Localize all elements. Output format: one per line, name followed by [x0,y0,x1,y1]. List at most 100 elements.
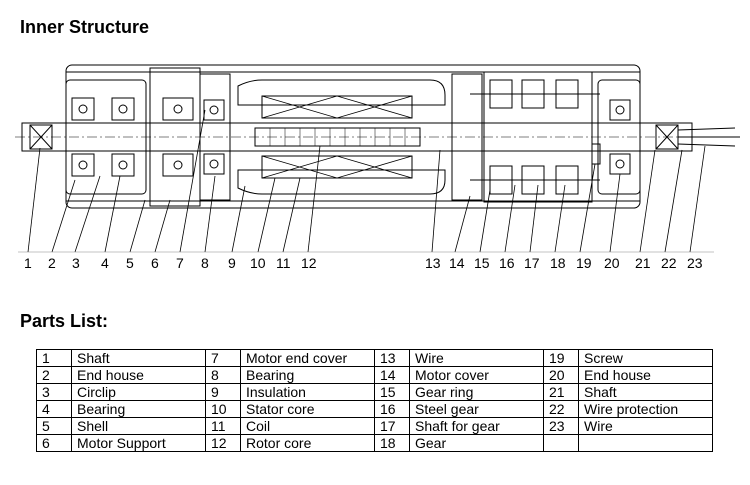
part-number: 4 [36,400,72,418]
callout-15: 15 [474,255,490,271]
part-number: 14 [374,366,410,384]
right-end-house [597,79,641,195]
part-name: End house [71,366,206,384]
rotor-laminations [269,128,406,146]
bearing-ball [209,105,219,115]
part-number: 16 [374,400,410,418]
table-row: 6 Motor Support 12 Rotor core 18 Gear [36,434,713,452]
callout-19: 19 [576,255,592,271]
empty-cell [578,434,713,452]
callout-2: 2 [48,255,56,271]
callout-4: 4 [101,255,109,271]
part-name: Steel gear [409,400,544,418]
part-number: 13 [374,349,410,367]
callout-21: 21 [635,255,651,271]
part-number: 19 [543,349,579,367]
part-number: 6 [36,434,72,452]
coil-winding [261,155,413,179]
right-bearing-bottom [609,153,631,175]
part-name: Gear [409,434,544,452]
bearing-ball [615,159,625,169]
gear-ring [483,71,593,203]
callout-8: 8 [201,255,209,271]
support-bearing-top [162,97,194,121]
shaft-for-gear [470,93,600,181]
parts-list-table: 1 Shaft 7 Motor end cover 13 Wire 19 Scr… [36,349,713,452]
inner-structure-heading: Inner Structure [20,17,150,37]
part-number: 12 [205,434,241,452]
part-number: 1 [36,349,72,367]
motor-support [149,67,201,207]
part-number: 21 [543,383,579,401]
part-name: Stator core [240,400,375,418]
callout-5: 5 [126,255,134,271]
part-name: Shaft [578,383,713,401]
part-number: 9 [205,383,241,401]
right-bearing-top [609,99,631,121]
callout-13: 13 [425,255,441,271]
part-number: 2 [36,366,72,384]
stator-core-top [261,95,413,119]
callout-16: 16 [499,255,515,271]
bearing-ball [173,160,183,170]
bearing-ball [209,159,219,169]
part-number: 11 [205,417,241,435]
bearing-ball [78,104,88,114]
left-bearing-2-bottom [111,153,135,177]
bearing-ball [173,104,183,114]
part-name: Wire [409,349,544,367]
left-bearing-top [71,97,95,121]
table-row: 4 Bearing 10 Stator core 16 Steel gear 2… [36,400,713,418]
part-number: 17 [374,417,410,435]
stator-core-bottom [261,155,413,179]
support-bearing-bottom [162,153,194,177]
bearing-ball [615,105,625,115]
end-cover-bearing-top [203,99,225,121]
part-name: Wire protection [578,400,713,418]
screw [591,143,601,165]
part-name: Motor cover [409,366,544,384]
outer-shell [65,64,641,209]
part-number: 10 [205,400,241,418]
parts-list-heading: Parts List: [20,311,109,331]
part-number: 5 [36,417,72,435]
left-end-house [65,79,147,195]
leader-lines [27,109,706,253]
left-shaft-end-x2 [29,124,53,150]
part-name: Screw [578,349,713,367]
table-row: 3 Circlip 9 Insulation 15 Gear ring 21 S… [36,383,713,401]
callout-9: 9 [228,255,236,271]
left-bearing-2-top [111,97,135,121]
table-row: 5 Shell 11 Coil 17 Shaft for gear 23 Wir… [36,417,713,435]
coil-winding [261,95,413,119]
bearing-ball [118,160,128,170]
callout-18: 18 [550,255,566,271]
right-shaft-end-x2 [655,124,679,150]
empty-cell [543,434,579,452]
part-name: Motor Support [71,434,206,452]
part-name: Shell [71,417,206,435]
insulation-outline-bottom [237,169,446,195]
left-shaft-end [29,124,53,150]
callout-1: 1 [24,255,32,271]
table-row: 2 End house 8 Bearing 14 Motor cover 20 … [36,366,713,384]
bearing-ball [118,104,128,114]
part-number: 3 [36,383,72,401]
part-name: Bearing [71,400,206,418]
part-name: Shaft [71,349,206,367]
part-number: 7 [205,349,241,367]
callout-7: 7 [176,255,184,271]
callout-3: 3 [72,255,80,271]
part-name: End house [578,366,713,384]
part-name: Rotor core [240,434,375,452]
callout-6: 6 [151,255,159,271]
insulation-outline [237,79,446,106]
wire-lead [677,127,740,147]
part-name: Insulation [240,383,375,401]
part-number: 23 [543,417,579,435]
end-cover-bearing-bottom [203,153,225,175]
part-name: Wire [578,417,713,435]
table-row: 1 Shaft 7 Motor end cover 13 Wire 19 Scr… [36,349,713,367]
callout-23: 23 [687,255,703,271]
callout-14: 14 [449,255,465,271]
